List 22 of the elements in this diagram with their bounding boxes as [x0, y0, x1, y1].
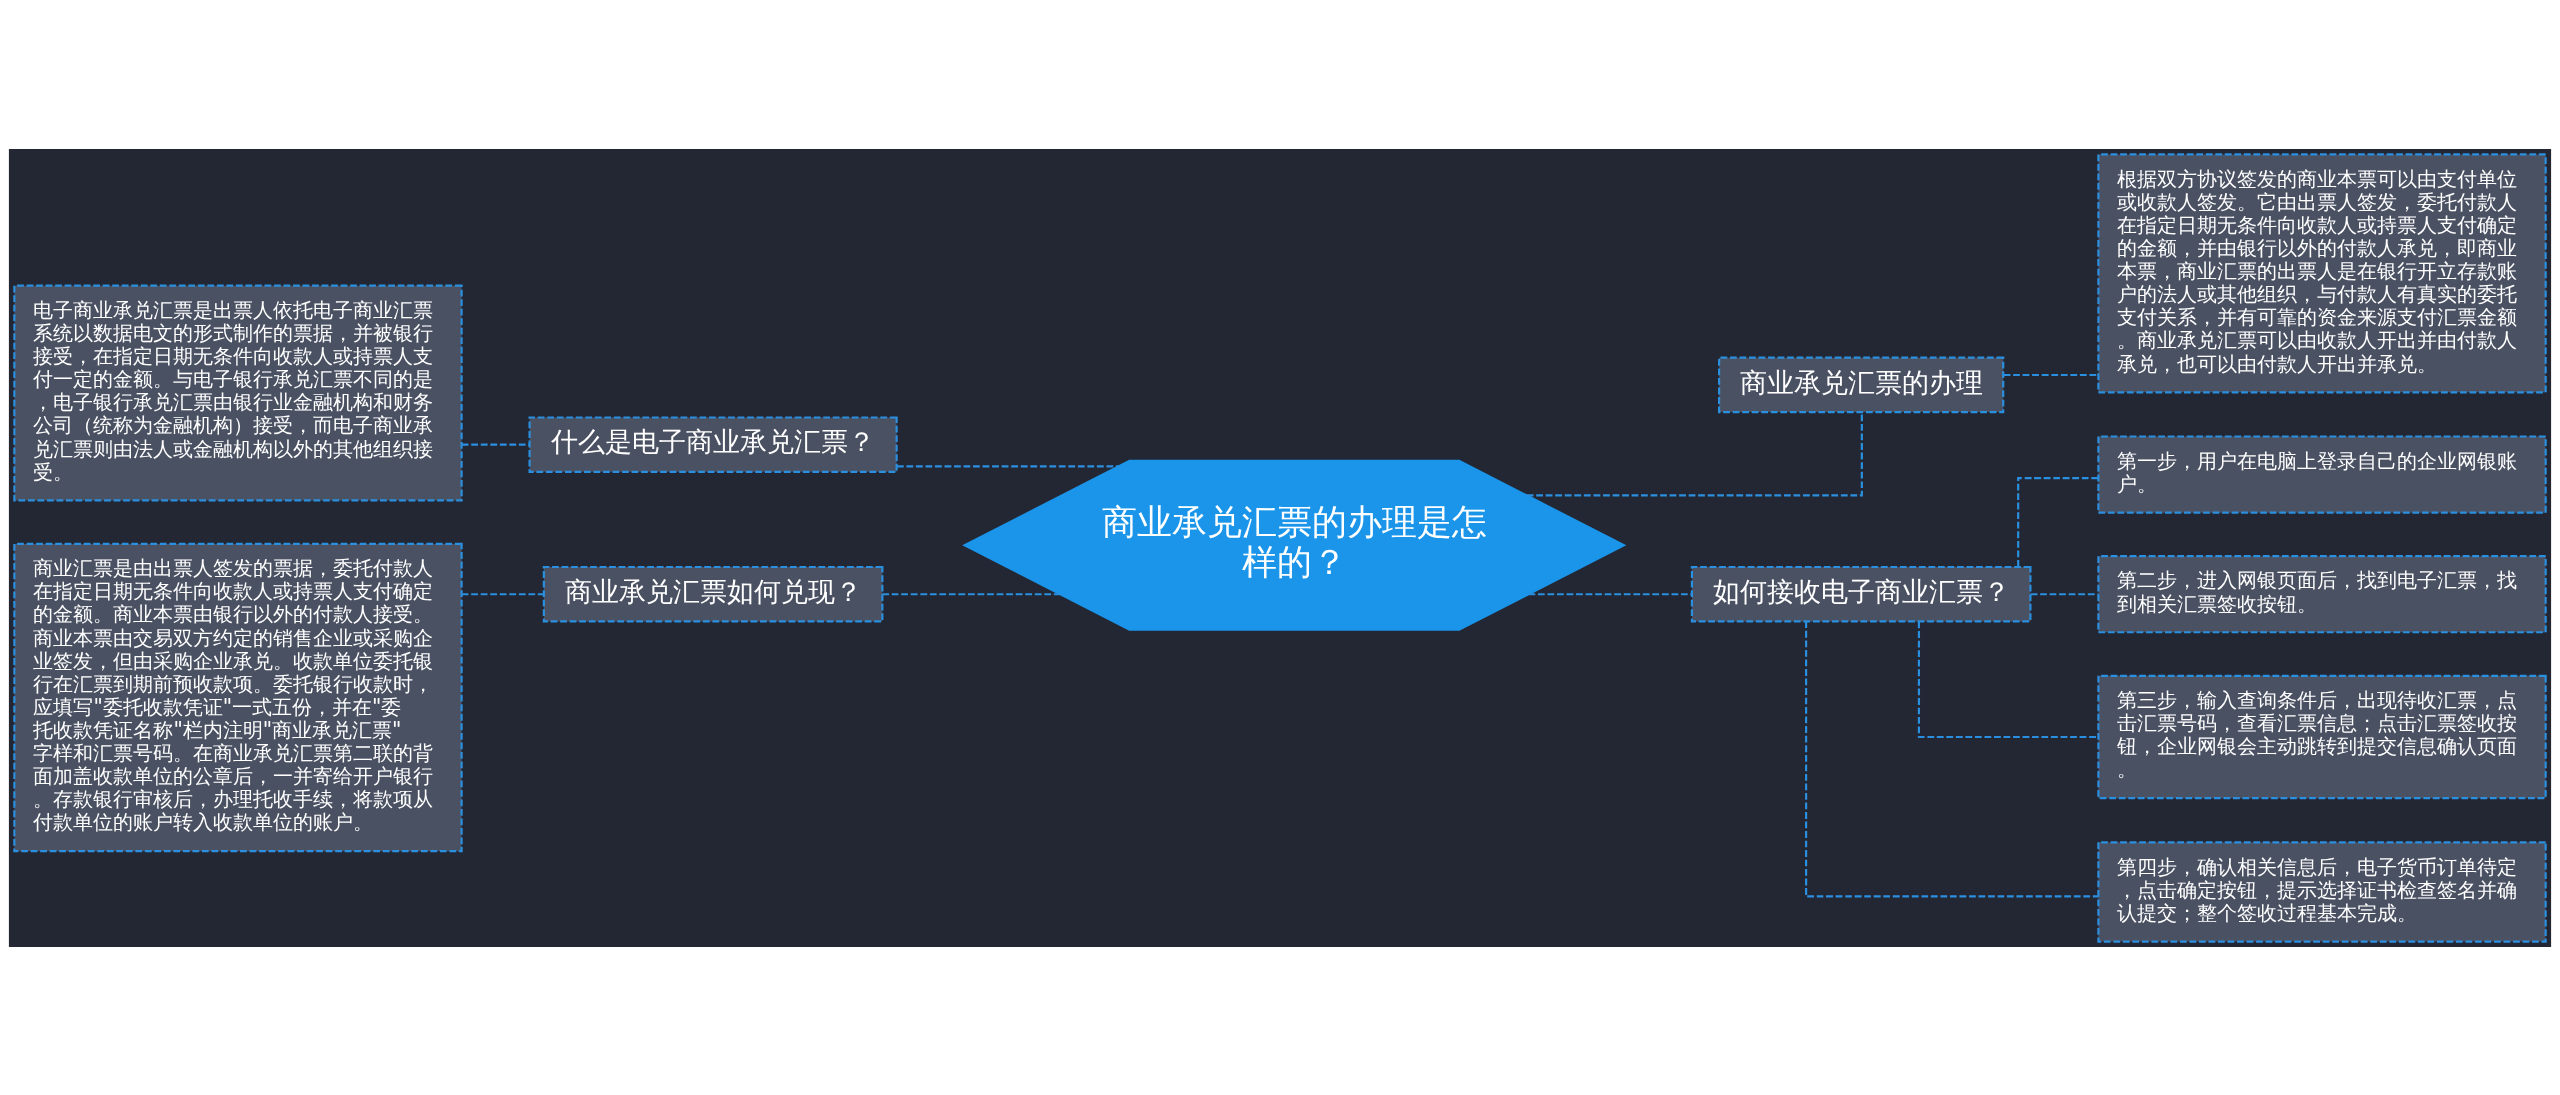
node-box: 如何接收电子商业汇票？ [1690, 565, 2032, 622]
node-box: 第一步，用户在电脑上登录自己的企业网银账户。 [2097, 434, 2547, 514]
connector [1805, 621, 2099, 897]
connector [2017, 476, 2098, 567]
node-box: 商业承兑汇票的办理 [1718, 356, 2005, 413]
node-box: 电子商业承兑汇票是出票人依托电子商业汇票系统以数据电文的形式制作的票据，并被银行接受，在指定日期无条件向收款人或持票人支付一定的金额。与电子银行承兑汇票不同的是，电子银行承兑汇票由银行业金融机构和财务公司（统称为金融机构）接受，而电子商业承兑汇票则由法人或金融机构以外的其他组织接受。 [13, 284, 463, 501]
node-box: 第四步，确认相关信息后，电子货币订单待定，点击确定按钮，提示选择证书检查签名并确认提交；整个签收过程基本完成。 [2097, 840, 2547, 943]
node-box: 第三步，输入查询条件后，出现待收汇票，点击汇票号码，查看汇票信息；点击汇票签收按钮，企业网银会主动跳转到提交信息确认页面。 [2097, 674, 2547, 799]
connector [2003, 373, 2099, 376]
connector [2030, 592, 2099, 595]
connector [1917, 621, 2099, 738]
connector [461, 443, 530, 446]
connector [1526, 411, 1863, 496]
node-box: 什么是电子商业承兑汇票？ [528, 415, 898, 473]
connector [1528, 592, 1692, 595]
connector [897, 464, 1119, 467]
node-box: 商业承兑汇票如何兑现？ [542, 565, 884, 622]
node-box: 根据双方协议签发的商业本票可以由支付单位或收款人签发。它由出票人签发，委托付款人在指定日期无条件向收款人或持票人支付确定的金额，并由银行以外的付款人承兑，即商业本票，商业汇票的出票人是在银行开立存款账户的法人或其他组织，与付款人有真实的委托支付关系，并有可靠的资金来源支付汇票金额。商业承兑汇票可以由收款人开出并由付款人承兑，也可以由付款人开出并承兑。 [2097, 152, 2547, 393]
connector [461, 592, 544, 595]
node-box: 商业汇票是由出票人签发的票据，委托付款人在指定日期无条件向收款人或持票人支付确定的金额。商业本票由银行以外的付款人接受。商业本票由交易双方约定的销售企业或采购企业签发，但由采购企业承兑。收款单位委托银行在汇票到期前预收款项。委托银行收款时，应填写"委托收款凭证"一式五份，并在"委托收款凭证名称"栏内注明"商业承兑汇票"字样和汇票号码。在商业承兑汇票第二联的背面加盖收款单位的公章后，一并寄给开户银行。存款银行审核后，办理托收手续，将款项从付款单位的账户转入收款单位的账户。 [13, 542, 463, 852]
connector [882, 592, 1060, 595]
node-box: 第二步，进入网银页面后，找到电子汇票，找到相关汇票签收按钮。 [2097, 554, 2547, 633]
